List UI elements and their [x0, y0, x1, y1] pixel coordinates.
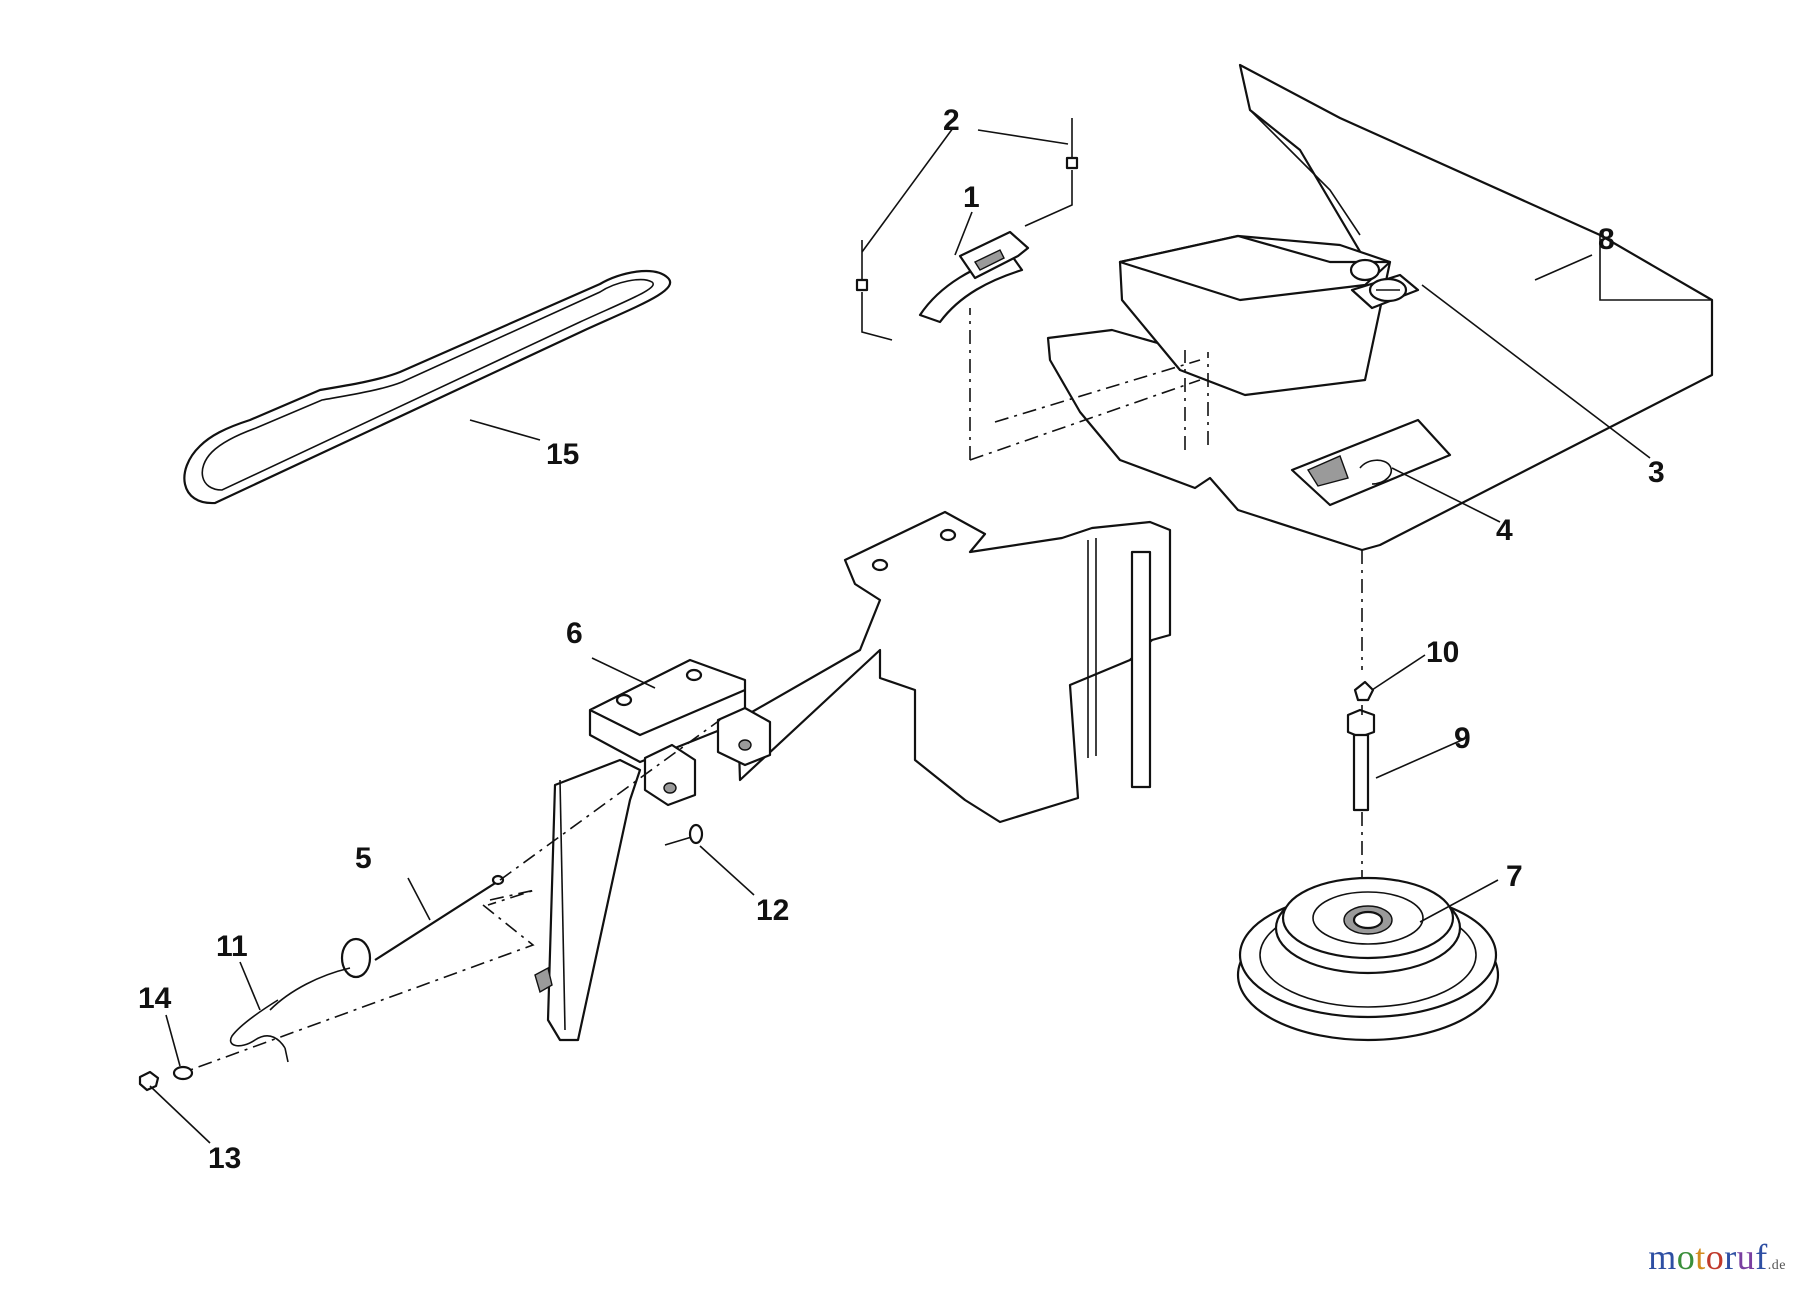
- chute-top: [1046, 63, 1714, 552]
- rivet-left: [855, 240, 869, 292]
- watermark-logo: motoruf.de: [1648, 1236, 1786, 1278]
- lanyard-cable: [229, 967, 351, 1063]
- callout-3: 3: [1648, 456, 1665, 489]
- decal-warning: [1290, 418, 1452, 507]
- latch-handle: [918, 230, 1030, 324]
- pulley: [1236, 876, 1500, 1042]
- watermark-letter: t: [1695, 1237, 1706, 1277]
- callout-5: 5: [355, 842, 372, 875]
- watermark-letter: f: [1755, 1237, 1768, 1277]
- leader-lines: [149, 127, 1651, 1144]
- watermark-letter: r: [1724, 1237, 1737, 1277]
- spacer-blocks: [643, 706, 772, 807]
- callout-14: 14: [138, 982, 172, 1015]
- callout-11: 11: [216, 930, 248, 963]
- callout-2: 2: [943, 104, 960, 137]
- watermark-letter: o: [1705, 1237, 1725, 1277]
- decal-round: [1350, 273, 1420, 310]
- callout-13: 13: [208, 1142, 241, 1175]
- callout-6: 6: [566, 617, 583, 650]
- grease-fitting: [1353, 680, 1375, 702]
- hex-nut: [138, 1070, 160, 1092]
- pulley-bolt: [1346, 708, 1376, 812]
- watermark-letter: m: [1648, 1237, 1677, 1277]
- callout-9: 9: [1454, 722, 1471, 755]
- drive-belt: [183, 270, 672, 505]
- mounting-block: [588, 658, 747, 764]
- callout-12: 12: [756, 894, 789, 927]
- callout-10: 10: [1426, 636, 1459, 669]
- callout-15: 15: [546, 438, 579, 471]
- callout-labels: 1 2 3 4 5 6 7 8 9 10 11 12 13 14 15: [138, 104, 1665, 1175]
- callout-1: 1: [963, 181, 980, 214]
- washer: [172, 1065, 194, 1081]
- watermark-suffix: .de: [1767, 1258, 1786, 1273]
- deflector-bracket: [736, 510, 1172, 824]
- watermark-letter: u: [1736, 1237, 1756, 1277]
- watermark-letter: o: [1676, 1237, 1696, 1277]
- carriage-bolt: [664, 823, 704, 846]
- callout-7: 7: [1506, 860, 1523, 893]
- side-plate: [534, 758, 642, 1042]
- pivot-rod: [340, 874, 505, 979]
- watermark-text: motoruf: [1648, 1237, 1768, 1277]
- callout-4: 4: [1496, 514, 1513, 547]
- rivet-right: [1065, 118, 1079, 170]
- callout-8: 8: [1598, 223, 1615, 256]
